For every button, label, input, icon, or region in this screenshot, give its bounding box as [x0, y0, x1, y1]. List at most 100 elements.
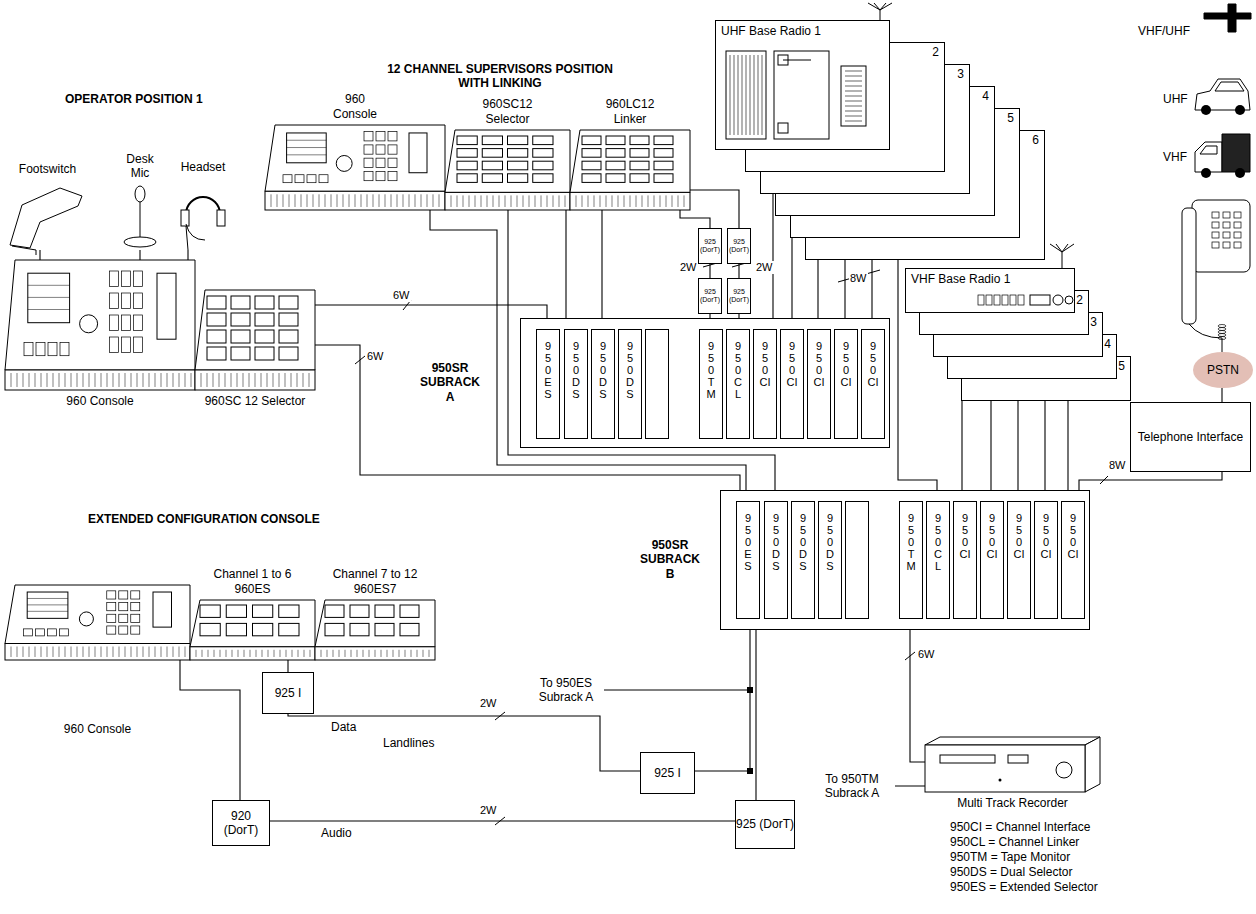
front-rib	[355, 194, 356, 207]
node-label: 925 (DorT)	[699, 238, 721, 253]
front-rib	[582, 195, 583, 207]
blank-card	[645, 329, 669, 439]
selector-key	[508, 161, 528, 170]
console-face	[5, 585, 190, 644]
keypad-key	[110, 293, 119, 308]
front-rib	[219, 373, 220, 387]
node-label: PSTN	[1207, 363, 1239, 377]
text-holder: 950 TM	[900, 512, 922, 572]
text-holder: PSTN	[1193, 352, 1253, 388]
button-strip	[409, 133, 427, 173]
front-rib	[155, 373, 156, 387]
text-holder: 960 Console	[64, 722, 131, 736]
card-label: 950 CL	[733, 340, 744, 400]
destination-note: To 950TM Subrack A	[812, 772, 892, 801]
slot	[730, 55, 731, 135]
signal-wire	[508, 210, 775, 501]
front-rib	[47, 373, 48, 387]
telephone-body	[1192, 200, 1250, 272]
text-holder: 950 DS	[765, 512, 787, 572]
junction-wire	[895, 786, 925, 787]
cord-coil	[1218, 331, 1226, 334]
node-label: VHF Base Radio 1	[911, 272, 1010, 286]
front-rib	[213, 373, 214, 387]
recorder-knob	[1056, 762, 1072, 778]
front-rib	[309, 373, 310, 387]
plug-in-card: 950 DS	[564, 329, 588, 439]
text-holder: 4	[982, 89, 989, 103]
selector-key	[255, 330, 274, 343]
selector-key	[606, 161, 625, 170]
front-rib	[541, 195, 542, 207]
signal-wire	[1067, 401, 1068, 501]
console-unit: 960 Console	[5, 260, 195, 390]
line-unit: 925 (DorT)	[698, 228, 722, 264]
channel-key	[200, 605, 220, 617]
front-rib	[411, 650, 412, 657]
selector-key	[231, 313, 250, 326]
text-holder: 950 DS	[592, 340, 614, 400]
selector-key	[630, 161, 649, 170]
function-key	[295, 175, 304, 183]
telephone-key	[1223, 232, 1230, 238]
plug-in-card: 950 ES	[736, 501, 760, 619]
front-rib	[349, 194, 350, 207]
console-drawing	[5, 260, 195, 390]
front-rib	[232, 650, 233, 657]
front-rib	[361, 194, 362, 207]
keypad-key	[131, 626, 140, 634]
front-rib	[409, 194, 410, 207]
node-label: 960 Console	[324, 92, 386, 121]
front-rib	[201, 373, 202, 387]
plug-in-card: 950 CI	[834, 329, 858, 439]
text-holder: 3	[1090, 315, 1097, 329]
extended-selector: Channel 7 to 12960ES7	[315, 600, 435, 660]
signal-wire	[910, 619, 925, 762]
signal-wire	[287, 660, 288, 672]
front-rib	[35, 373, 36, 387]
signal-wire	[755, 619, 756, 800]
front-rib	[333, 650, 334, 657]
console-drawing	[570, 130, 690, 210]
node-label: 4	[1104, 337, 1111, 351]
line-unit: 925 (DorT)	[735, 800, 795, 849]
text-holder: 925 I	[263, 673, 313, 713]
front-rib	[173, 647, 174, 658]
channel-key	[279, 623, 299, 635]
selector-key	[630, 136, 649, 145]
slot	[762, 55, 763, 135]
group-heading: 12 CHANNEL SUPERVISORS POSITION WITH LIN…	[375, 62, 625, 91]
front-rib	[29, 373, 30, 387]
front-rib	[357, 650, 358, 657]
console-front	[5, 644, 190, 661]
front-rib	[660, 195, 661, 207]
function-key	[36, 343, 45, 356]
node-label: 960 Console	[64, 722, 131, 736]
telephone-key	[1223, 212, 1230, 218]
card-label: 950 CI	[1014, 512, 1025, 560]
front-rib	[268, 650, 269, 657]
desk-mic-icon: Desk Mic	[112, 152, 168, 250]
front-rib	[547, 195, 548, 207]
front-rib	[89, 647, 90, 658]
text-holder: UHF Base Radio 1	[721, 24, 821, 38]
grille-line	[845, 86, 862, 87]
front-rib	[237, 373, 238, 387]
text-holder: 950 CL	[727, 340, 749, 400]
front-rib	[672, 195, 673, 207]
node-label: 960SC12 Selector	[473, 97, 543, 126]
front-rib	[363, 650, 364, 657]
junction-wire	[604, 690, 750, 691]
front-rib	[231, 373, 232, 387]
subrack: 950SR SUBRACK B950 ES950 DS950 DS950 DS9…	[720, 490, 1090, 630]
text-holder: 960LC12 Linker	[599, 97, 661, 130]
headset-cable	[186, 226, 188, 250]
front-rib	[196, 650, 197, 657]
console-front	[190, 647, 315, 660]
front-rib	[101, 373, 102, 387]
front-rib	[600, 195, 601, 207]
text-holder: 960 Console	[66, 394, 133, 408]
front-rib	[648, 195, 649, 207]
selector-key	[582, 136, 601, 145]
